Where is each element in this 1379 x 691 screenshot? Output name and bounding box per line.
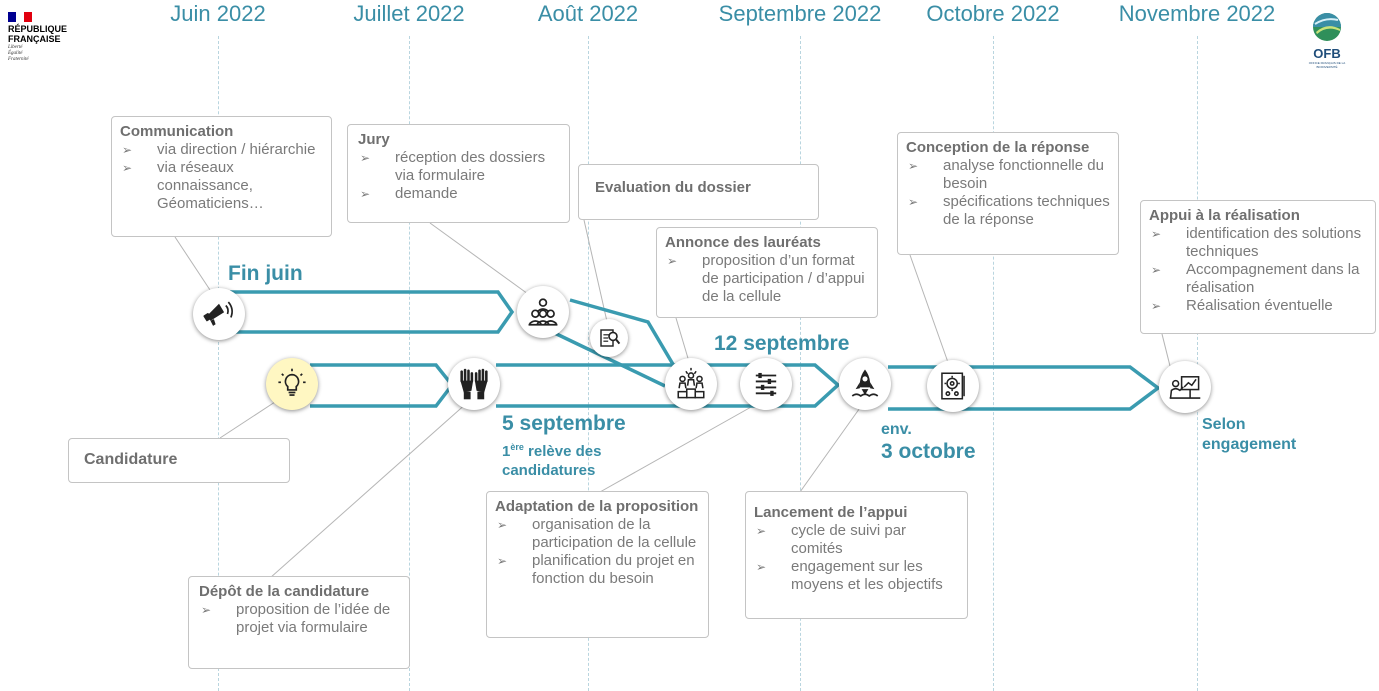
- month-label-octobre: Octobre 2022: [926, 1, 1060, 26]
- people-group-icon: [528, 298, 558, 326]
- releve-line-2: candidatures: [502, 462, 596, 479]
- list-item: via direction / hiérarchie: [120, 141, 323, 159]
- ofb-globe-icon: [1313, 13, 1341, 41]
- document-search-icon: [600, 329, 621, 347]
- evaluation-box: Evaluation du dossier: [578, 164, 819, 220]
- date-3-octobre: 3 octobre: [881, 440, 976, 463]
- jury-title: Jury: [358, 131, 390, 148]
- logo-right-name: OFB: [1313, 46, 1341, 61]
- people-group-circle: [517, 286, 569, 338]
- presentation-circle: [1159, 361, 1211, 413]
- selon-line-2: engagement: [1202, 436, 1297, 453]
- date-12-septembre: 12 septembre: [714, 332, 850, 355]
- conception-box: Conception de la réponse analyse fonctio…: [897, 132, 1119, 255]
- evaluation-title: Evaluation du dossier: [595, 179, 751, 196]
- podium-circle: [665, 358, 717, 410]
- communication-title: Communication: [120, 123, 234, 140]
- blueprint-gear-icon: [941, 372, 965, 400]
- date-selon-engagement: Selon engagement: [1202, 415, 1296, 455]
- month-label-septembre: Septembre 2022: [718, 1, 882, 26]
- rocket-icon: [851, 369, 879, 397]
- podium-winners-icon: [677, 367, 705, 399]
- list-item: Réalisation éventuelle: [1149, 297, 1367, 315]
- month-label-novembre: Novembre 2022: [1118, 1, 1276, 26]
- raised-hands-circle: [448, 358, 500, 410]
- date-fin-juin: Fin juin: [228, 262, 303, 285]
- month-label-aout: Août 2022: [537, 1, 639, 26]
- logo-left-name: RÉPUBLIQUE FRANÇAISE: [8, 24, 68, 44]
- depot-box: Dépôt de la candidature proposition de l…: [188, 576, 410, 669]
- list-item: analyse fonctionnelle du besoin: [906, 157, 1110, 193]
- megaphone-circle: [193, 288, 245, 340]
- conception-title: Conception de la réponse: [906, 139, 1090, 156]
- logo-left-motto-3: Fraternité: [8, 57, 29, 62]
- logo-left-motto-2: Égalité: [8, 51, 23, 56]
- candidature-box: Candidature: [68, 438, 290, 483]
- lightbulb-icon: [278, 368, 306, 396]
- rocket-circle: [839, 358, 891, 410]
- list-item: via réseaux connaissance, Géomaticiens…: [120, 159, 323, 213]
- list-item: réception des dossiers via formulaire: [358, 149, 561, 185]
- list-settings-icon: [755, 372, 777, 396]
- list-item: engagement sur les moyens et les objecti…: [754, 558, 959, 594]
- list-item: spécifications techniques de la réponse: [906, 193, 1110, 229]
- ofb-logo: OFB OFFICE FRANÇAIS DE LA BIODIVERSITÉ: [1304, 12, 1350, 69]
- french-flag-icon: [8, 12, 32, 22]
- list-settings-circle: [740, 358, 792, 410]
- list-item: organisation de la participation de la c…: [495, 516, 700, 552]
- list-item: cycle de suivi par comités: [754, 522, 959, 558]
- list-item: proposition de l’idée de projet via form…: [199, 601, 401, 637]
- logo-right-subtitle: OFFICE FRANÇAIS DE LA BIODIVERSITÉ: [1308, 61, 1346, 69]
- releve-exponent: ère: [510, 442, 524, 452]
- list-item: planification du projet en fonction du b…: [495, 552, 700, 588]
- appui-title: Appui à la réalisation: [1149, 207, 1300, 224]
- megaphone-icon: [203, 301, 233, 326]
- arrow-shapes: [230, 290, 1161, 411]
- depot-title: Dépôt de la candidature: [199, 583, 370, 600]
- adaptation-title: Adaptation de la proposition: [495, 498, 699, 515]
- lancement-box: Lancement de l’appui cycle de suivi par …: [745, 491, 968, 619]
- republique-francaise-logo: RÉPUBLIQUE FRANÇAISE Liberté Égalité Fra…: [8, 12, 88, 63]
- month-label-juillet: Juillet 2022: [353, 1, 465, 26]
- appui-realisation-box: Appui à la réalisation identification de…: [1140, 200, 1376, 334]
- lancement-title: Lancement de l’appui: [754, 504, 908, 521]
- adaptation-box: Adaptation de la proposition organisatio…: [486, 491, 709, 638]
- annonce-box: Annonce des lauréats proposition d’un fo…: [656, 227, 878, 318]
- list-item: identification des solutions techniques: [1149, 225, 1367, 261]
- raised-hands-icon: [460, 368, 488, 400]
- lightbulb-circle: [266, 358, 318, 410]
- list-item: Accompagnement dans la réalisation: [1149, 261, 1367, 297]
- month-divider: [218, 36, 219, 691]
- blueprint-circle: [927, 360, 979, 412]
- month-divider: [993, 36, 994, 691]
- logo-left-motto-1: Liberté: [8, 45, 23, 50]
- candidature-title: Candidature: [84, 451, 178, 468]
- annonce-title: Annonce des lauréats: [665, 234, 821, 251]
- list-item: proposition d’un format de participation…: [665, 252, 869, 306]
- date-env-label: env.: [881, 421, 912, 438]
- releve-line-1: relève des: [528, 443, 602, 460]
- jury-box: Jury réception des dossiers via formulai…: [347, 124, 570, 223]
- presentation-board-icon: [1169, 376, 1201, 399]
- document-search-circle: [590, 319, 628, 357]
- month-label-juin: Juin 2022: [170, 1, 266, 26]
- selon-line-1: Selon: [1202, 416, 1246, 433]
- date-5-septembre: 5 septembre: [502, 412, 626, 435]
- communication-box: Communication via direction / hiérarchie…: [111, 116, 332, 237]
- connector-lines: [174, 219, 1171, 579]
- list-item: demande: [358, 185, 561, 203]
- releve-candidatures-label: 1ère relève des candidatures: [502, 442, 602, 479]
